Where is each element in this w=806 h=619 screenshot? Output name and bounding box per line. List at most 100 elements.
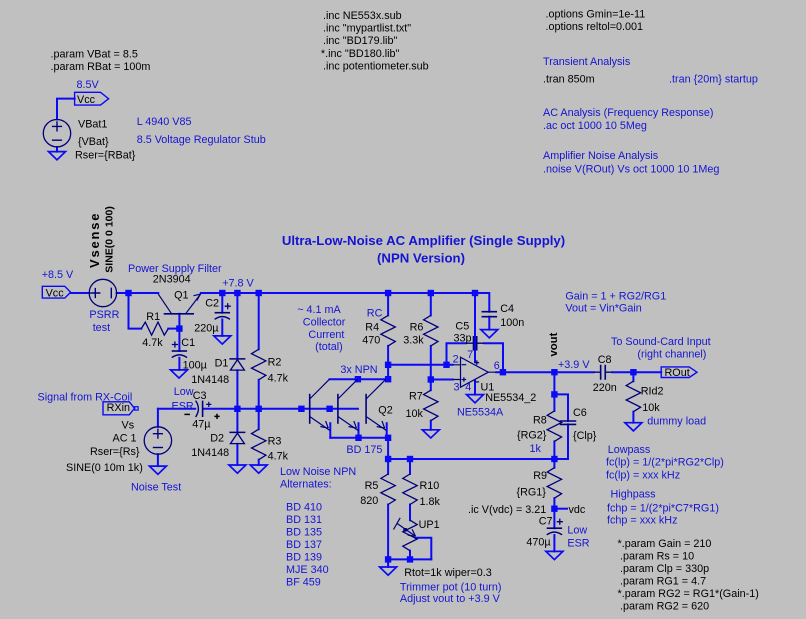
svg-text:(right channel): (right channel) (637, 348, 706, 360)
svg-text:4.7k: 4.7k (142, 337, 163, 349)
svg-text:.noise V(ROut) Vs oct 1000 10: .noise V(ROut) Vs oct 1000 10 1Meg (543, 164, 719, 176)
svg-text:4: 4 (465, 381, 471, 393)
svg-text:UP1: UP1 (419, 519, 440, 531)
svg-text:NE5534_2: NE5534_2 (485, 392, 536, 404)
svg-text:{RG1}: {RG1} (517, 486, 547, 498)
svg-text:C5: C5 (455, 321, 469, 333)
svg-text:Vout = Vin*Gain: Vout = Vin*Gain (565, 302, 641, 314)
svg-text:*.param RG2 = RG1*(Gain-1): *.param RG2 = RG1*(Gain-1) (618, 588, 759, 600)
svg-text:Adjust vout to +3.9 V: Adjust vout to +3.9 V (400, 593, 501, 605)
svg-text:R9: R9 (533, 470, 547, 482)
svg-text:R2: R2 (268, 356, 282, 368)
svg-text:VBat1: VBat1 (78, 119, 107, 131)
svg-text:NE5534A: NE5534A (457, 407, 504, 419)
svg-text:C7: C7 (539, 516, 553, 528)
svg-text:10k: 10k (406, 408, 424, 420)
svg-text:.param VBat = 8.5: .param VBat = 8.5 (51, 49, 138, 61)
svg-text:Trimmer pot (10 turn): Trimmer pot (10 turn) (400, 582, 502, 594)
svg-text:Q1: Q1 (174, 289, 188, 301)
svg-text:+8.5 V: +8.5 V (42, 269, 74, 281)
svg-text:fc(lp) = xxx kHz: fc(lp) = xxx kHz (606, 470, 680, 482)
svg-text:.inc NE553x.sub: .inc NE553x.sub (323, 10, 402, 22)
svg-text:Low: Low (174, 386, 194, 398)
svg-text:ROut: ROut (665, 367, 690, 379)
svg-text:*.inc "BD180.lib": *.inc "BD180.lib" (321, 48, 400, 60)
svg-text:ESR: ESR (567, 537, 589, 549)
svg-text:470: 470 (362, 335, 380, 347)
svg-text:SINE(0 10m 1k): SINE(0 10m 1k) (66, 462, 143, 474)
svg-text:BD 131: BD 131 (286, 514, 322, 526)
svg-text:BF 459: BF 459 (286, 577, 321, 589)
svg-text:PSRR: PSRR (89, 309, 119, 321)
svg-text:Low: Low (567, 525, 587, 537)
svg-text:Current: Current (308, 329, 344, 341)
svg-text:220µ: 220µ (194, 323, 218, 335)
svg-text:{VBat}: {VBat} (78, 136, 109, 148)
svg-text:.options Gmin=1e-11: .options Gmin=1e-11 (546, 8, 646, 20)
svg-text:C6: C6 (573, 407, 587, 419)
svg-text:.param Rs = 10: .param Rs = 10 (620, 550, 694, 562)
svg-text:U1: U1 (481, 381, 495, 393)
svg-text:R10: R10 (420, 480, 440, 492)
svg-text:.options reltol=0.001: .options reltol=0.001 (546, 21, 644, 33)
svg-text:8.5 Voltage Regulator Stub: 8.5 Voltage Regulator Stub (137, 134, 266, 146)
svg-text:R7: R7 (409, 391, 423, 403)
svg-text:Collector: Collector (303, 317, 346, 329)
svg-text:Q2: Q2 (378, 405, 392, 417)
svg-text:100µ: 100µ (183, 360, 207, 372)
svg-text:SINE(0 0 100): SINE(0 0 100) (104, 206, 116, 273)
svg-text:2: 2 (453, 353, 459, 365)
svg-text:Vcc: Vcc (77, 94, 96, 106)
svg-text:33p: 33p (454, 333, 472, 345)
svg-text:AC Analysis (Frequency Respons: AC Analysis (Frequency Response) (543, 107, 713, 119)
svg-text:test: test (93, 322, 110, 334)
svg-text:Rser={Rs}: Rser={Rs} (90, 446, 140, 458)
svg-text:AC 1: AC 1 (113, 433, 137, 445)
svg-text:R1: R1 (146, 311, 160, 323)
svg-text:1k: 1k (530, 443, 542, 455)
svg-text:C8: C8 (598, 354, 612, 366)
svg-text:10k: 10k (642, 402, 660, 414)
svg-text:BD 175: BD 175 (346, 444, 382, 456)
svg-text:8.5V: 8.5V (77, 79, 100, 91)
svg-text:4.7k: 4.7k (268, 372, 289, 384)
svg-text:R5: R5 (365, 480, 379, 492)
svg-text:Vsense: Vsense (87, 212, 102, 268)
svg-text:3: 3 (454, 381, 460, 393)
svg-text:R4: R4 (365, 321, 379, 333)
svg-text:C2: C2 (205, 297, 219, 309)
svg-text:.param RBat = 100m: .param RBat = 100m (51, 61, 151, 73)
svg-text:BD 410: BD 410 (286, 501, 322, 513)
svg-text:Alternates:: Alternates: (280, 479, 332, 491)
svg-text:6: 6 (494, 360, 500, 372)
svg-text:BD 139: BD 139 (286, 552, 322, 564)
svg-text:47µ: 47µ (192, 418, 210, 430)
svg-text:L 4940 V85: L 4940 V85 (137, 116, 192, 128)
svg-text:Noise Test: Noise Test (131, 481, 181, 493)
svg-text:.inc "mypartlist.txt": .inc "mypartlist.txt" (323, 23, 411, 35)
svg-text:R3: R3 (268, 436, 282, 448)
svg-text:vdc: vdc (569, 504, 586, 516)
svg-text:~ 4.1 mA: ~ 4.1 mA (297, 304, 341, 316)
svg-text:Amplifier Noise Analysis: Amplifier Noise Analysis (543, 150, 659, 162)
svg-text:C3: C3 (193, 390, 207, 402)
svg-text:+7.8 V: +7.8 V (222, 278, 254, 290)
svg-text:.tran 850m: .tran 850m (543, 73, 595, 85)
svg-text:820: 820 (360, 495, 378, 507)
svg-text:R6: R6 (410, 321, 424, 333)
svg-text:.param Clp = 330p: .param Clp = 330p (620, 563, 709, 575)
svg-text:4.7k: 4.7k (268, 451, 289, 463)
svg-text:.param RG2 = 620: .param RG2 = 620 (620, 600, 709, 612)
svg-text:Rtot=1k wiper=0.3: Rtot=1k wiper=0.3 (404, 567, 492, 579)
svg-text:.param RG1 = 4.7: .param RG1 = 4.7 (620, 575, 706, 587)
svg-text:Lowpass: Lowpass (608, 444, 651, 456)
svg-text:470µ: 470µ (526, 537, 550, 549)
svg-text:3x NPN: 3x NPN (340, 364, 377, 376)
svg-text:100n: 100n (500, 317, 524, 329)
svg-text:(NPN Version): (NPN Version) (377, 251, 465, 266)
svg-text:.ac oct 1000 10 5Meg: .ac oct 1000 10 5Meg (543, 120, 647, 132)
svg-text:Vcc: Vcc (46, 288, 65, 300)
svg-text:1.8k: 1.8k (420, 496, 441, 508)
svg-text:.ic V(vdc) = 3.21: .ic V(vdc) = 3.21 (468, 504, 546, 516)
svg-text:RId2: RId2 (641, 386, 664, 398)
